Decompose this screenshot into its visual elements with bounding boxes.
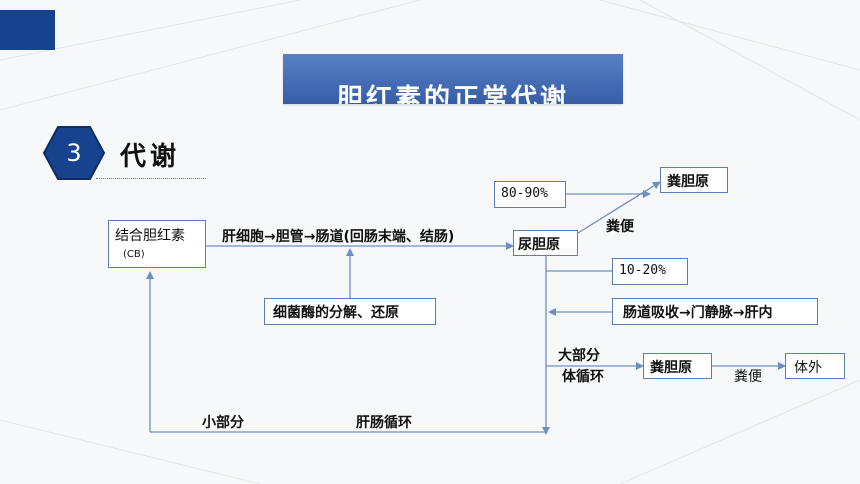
section-number: 3	[66, 139, 82, 167]
pathway-label: 肝细胞→胆管→肠道(回肠末端、结肠)	[222, 229, 455, 245]
pct-80-90-label: 80-90%	[501, 186, 548, 201]
stercobilinogen-bottom-label: 粪胆原	[650, 360, 692, 376]
conjugated-bilirubin-abbr: (CB)	[123, 249, 145, 260]
bacterial-action-box: 细菌酶的分解、还原	[264, 298, 436, 325]
portal-route-box: 肠道吸收→门静脉→肝内	[612, 298, 818, 325]
bacterial-action-label: 细菌酶的分解、还原	[273, 305, 399, 321]
stercobilinogen-bottom-box: 粪胆原	[643, 353, 712, 379]
conjugated-bilirubin-label: 结合胆红素	[115, 228, 185, 244]
pct-10-20-box: 10-20%	[612, 258, 688, 285]
pct-10-20-label: 10-20%	[619, 263, 666, 278]
portal-route-label: 肠道吸收→门静脉→肝内	[623, 305, 773, 321]
excreted-label: 体外	[794, 360, 822, 376]
urobilinogen-label: 尿胆原	[518, 237, 560, 253]
minority-label: 小部分	[202, 415, 244, 431]
slide-title: 胆红素的正常代谢	[336, 84, 569, 104]
title-banner: 胆红素的正常代谢	[283, 54, 623, 104]
conjugated-bilirubin-box: 结合胆红素 (CB)	[108, 220, 206, 268]
pct-80-90-box: 80-90%	[494, 181, 566, 208]
majority-label-line2: 体循环	[562, 369, 604, 385]
feces-bottom-label: 粪便	[734, 369, 762, 385]
stercobilinogen-top-box: 粪胆原	[660, 167, 728, 193]
stercobilinogen-top-label: 粪胆原	[667, 174, 709, 190]
excreted-box: 体外	[785, 353, 845, 379]
section-title: 代谢	[120, 142, 181, 172]
section-underline	[96, 178, 206, 179]
majority-label-line1: 大部分	[558, 348, 600, 364]
corner-accent-block	[0, 10, 55, 50]
urobilinogen-box: 尿胆原	[513, 230, 578, 256]
enterohepatic-label: 肝肠循环	[356, 415, 412, 431]
feces-top-label: 粪便	[606, 219, 634, 235]
section-number-badge	[42, 126, 106, 180]
